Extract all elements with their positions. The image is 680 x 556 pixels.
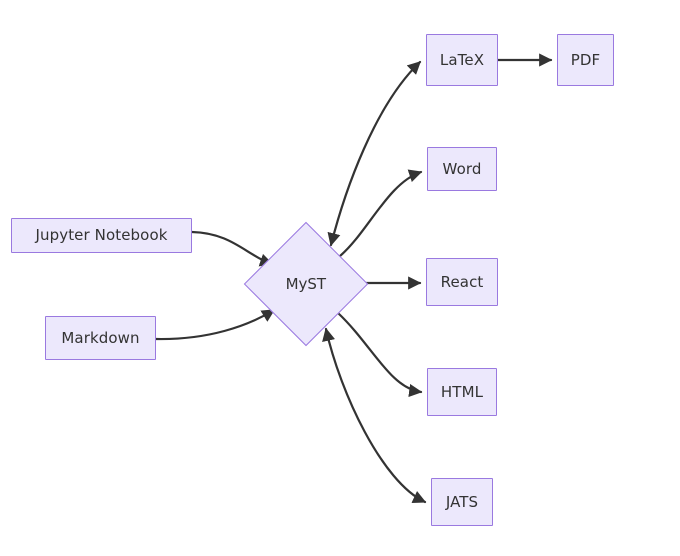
node-label-html: HTML [440, 382, 484, 401]
edge-myst-to-jats [322, 327, 427, 504]
node-jats[interactable]: JATS [431, 478, 493, 526]
node-label-word: Word [442, 159, 482, 178]
edge-jupyter-to-myst [190, 230, 274, 267]
node-label-pdf: PDF [570, 50, 601, 69]
edge-myst-to-latex [327, 60, 422, 247]
node-label-markdown: Markdown [61, 328, 140, 347]
node-label-jats: JATS [445, 492, 479, 511]
node-label-react: React [440, 272, 484, 291]
node-myst[interactable]: MyST [243, 221, 369, 347]
node-markdown[interactable]: Markdown [45, 316, 156, 360]
edge-myst-to-word [338, 169, 423, 258]
node-pdf[interactable]: PDF [557, 34, 614, 86]
node-word[interactable]: Word [427, 147, 497, 191]
node-label-latex: LaTeX [439, 50, 485, 69]
edge-markdown-to-myst [154, 308, 276, 341]
node-jupyter-notebook[interactable]: Jupyter Notebook [11, 218, 192, 253]
node-latex[interactable]: LaTeX [426, 34, 498, 86]
node-label-myst: MyST [285, 274, 327, 293]
edge-myst-to-html [336, 311, 423, 398]
node-react[interactable]: React [426, 258, 498, 306]
node-label-jupyter-notebook: Jupyter Notebook [35, 226, 168, 244]
node-html[interactable]: HTML [427, 368, 497, 416]
